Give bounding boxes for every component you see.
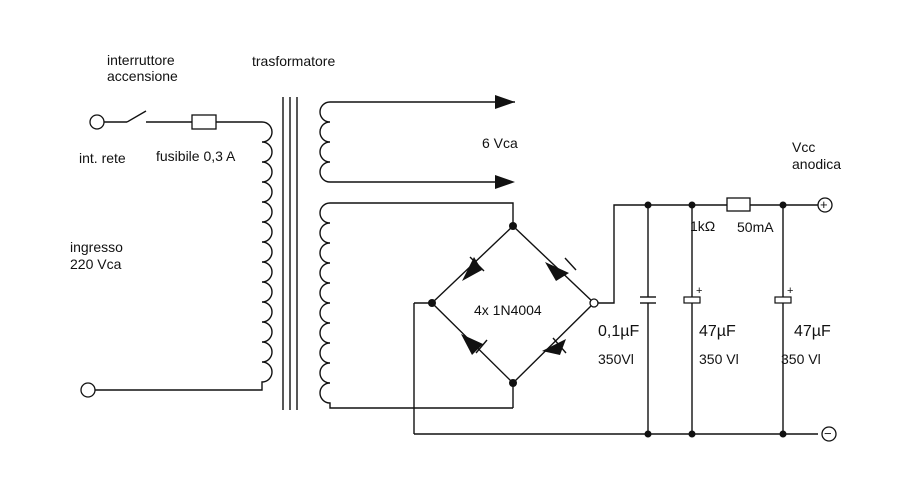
- secondary-winding-hv: [319, 202, 514, 409]
- arrow-6v-top: [495, 95, 515, 109]
- c3-voltage-label: 350 Vl: [781, 351, 821, 367]
- mains-terminal-top: [89, 114, 105, 130]
- c2-voltage-label: 350 Vl: [699, 351, 739, 367]
- capacitor-c1: [640, 201, 656, 438]
- c1-voltage-label: 350Vl: [598, 351, 634, 367]
- input-voltage-label: ingresso 220 Vca: [70, 239, 123, 272]
- capacitor-c2: [683, 201, 701, 438]
- resistor-1k: [726, 197, 751, 212]
- c1-value-label: 0,1µF: [598, 323, 640, 340]
- fuse: [191, 114, 262, 130]
- c2-value-label: 47µF: [699, 323, 736, 340]
- c3-plus-sign: +: [787, 285, 794, 297]
- mains-terminal-bottom: [80, 382, 96, 398]
- transformer-core: [282, 97, 298, 410]
- output-label: Vcc anodica: [792, 139, 842, 172]
- secondary-output-label: 6 Vca: [482, 135, 518, 151]
- c2-plus-sign: +: [696, 285, 703, 297]
- c3-value-label: 47µF: [794, 323, 831, 340]
- arrow-6v-bottom: [495, 175, 515, 189]
- transformer-label: trasformatore: [252, 53, 336, 69]
- diode-top-right: [545, 257, 577, 281]
- primary-winding: [95, 121, 273, 391]
- current-label: 50mA: [737, 219, 774, 235]
- diode-bottom-right: [542, 337, 567, 355]
- output-minus-sign: −: [824, 426, 832, 441]
- bridge-rectifier: [428, 222, 599, 387]
- diode-bottom-left: [461, 334, 488, 355]
- secondary-winding-6v: [319, 101, 515, 183]
- capacitor-c3: [774, 201, 792, 438]
- mains-input-label: int. rete: [79, 150, 126, 166]
- bridge-label: 4x 1N4004: [474, 302, 542, 318]
- switch-label: interruttore accensione: [107, 52, 178, 84]
- power-switch: [104, 110, 192, 123]
- resistor-value-label: 1kΩ: [690, 218, 716, 234]
- fuse-label: fusibile 0,3 A: [156, 148, 236, 164]
- output-plus-terminal: [817, 197, 833, 213]
- output-plus-sign: +: [820, 197, 828, 212]
- output-minus-terminal: [821, 426, 837, 442]
- diode-top-left: [462, 256, 485, 281]
